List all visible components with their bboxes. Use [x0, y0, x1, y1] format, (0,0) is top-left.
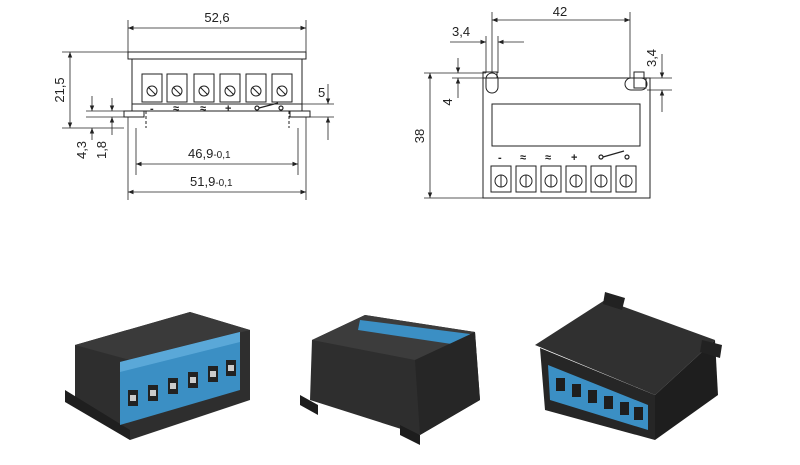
product-2-terminal-block [358, 320, 470, 346]
dim-inner-width-label: 46,9-0,1 [188, 146, 231, 161]
top-symbol-plus: + [571, 152, 577, 164]
product-photo-rear [300, 315, 480, 445]
front-symbol-ac-1: ≈ [173, 103, 179, 115]
front-right-foot [289, 110, 311, 118]
dim-hole-offset-label: 3,4 [452, 24, 470, 39]
dim-left-small-label: 1,8 [94, 141, 109, 159]
front-symbol-minus: - [150, 103, 154, 115]
dim-right-side-label: 5 [318, 85, 325, 100]
dim-left-lower-label: 4,3 [74, 141, 89, 159]
top-housing-body [482, 77, 651, 199]
top-terminals [490, 165, 637, 193]
front-dimension-lines [62, 20, 334, 200]
dim-outer-width-label: 51,9-0,1 [190, 174, 233, 189]
top-symbol-ac-1: ≈ [520, 152, 526, 164]
dim-hole-spacing-label: 42 [553, 4, 567, 19]
product-photo-front [65, 312, 250, 440]
front-symbol-ac-2: ≈ [200, 103, 206, 115]
front-switch-symbol-icon [254, 102, 284, 111]
top-right-mounting-hole [624, 77, 648, 91]
dim-width-top-label: 52,6 [204, 10, 229, 25]
top-left-mounting-hole [485, 72, 499, 94]
dim-height-total-label: 21,5 [52, 77, 67, 102]
top-label-area [491, 103, 641, 147]
dim-hole-right-label: 3,4 [644, 49, 659, 67]
front-top-flange [127, 51, 307, 60]
dim-height-label: 38 [412, 129, 427, 143]
front-symbol-plus: + [225, 103, 231, 115]
front-body [131, 58, 303, 112]
top-switch-symbol-icon [598, 150, 630, 160]
front-terminals [141, 73, 293, 103]
product-photo-top [535, 292, 722, 440]
dim-hole-depth-label: 4 [440, 98, 455, 105]
front-left-foot [123, 110, 145, 118]
top-symbol-minus: - [498, 152, 502, 164]
top-view-drawing [482, 71, 651, 199]
front-view-drawing [123, 51, 311, 128]
top-dimension-lines [424, 12, 672, 199]
top-symbol-ac-2: ≈ [545, 152, 551, 164]
